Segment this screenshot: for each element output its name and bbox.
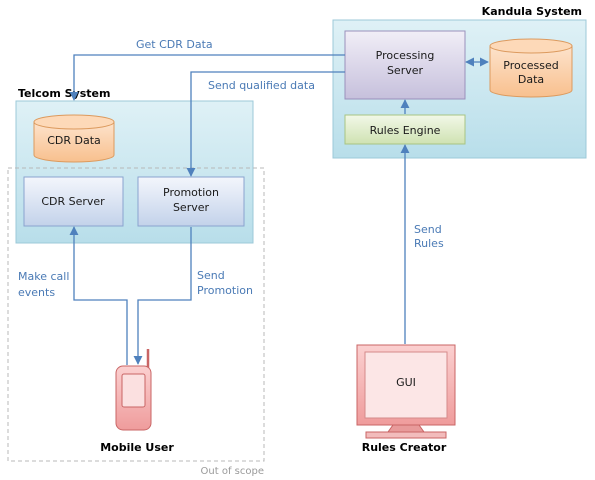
processed-data-node: Processed Data [489,38,573,98]
processing-server-label-line-1: Processing [376,49,435,62]
cdr-data-label: CDR Data [47,134,101,147]
send-promotion-label-line-1: Send [197,269,225,282]
rules-creator-label: Rules Creator [362,441,447,454]
make-call-events-label-line-1: Make call [18,270,69,283]
gui-label: GUI [396,376,416,389]
send-qualified-data-arrow [186,71,345,177]
promotion-server-label-line-1: Promotion [163,186,219,199]
get-cdr-data-arrow [69,54,345,101]
out-of-scope-region: Out of scope [7,167,265,477]
kandula-system-title: Kandula System [482,5,582,18]
mobile-phone-icon [115,349,152,431]
promotion-server-label-line-2: Server [173,201,210,214]
rules-engine-node: Rules Engine [344,114,466,145]
send-rules-label-line-2: Rules [414,237,444,250]
processing-server-node: Processing Server [344,30,466,100]
send-promotion-label-line-2: Promotion [197,284,253,297]
processing-server-label-line-2: Server [387,64,424,77]
cdr-server-node: CDR Server [23,176,124,227]
make-call-events-arrow [69,226,128,365]
send-rules-label-line-1: Send [414,223,442,236]
rules-engine-label: Rules Engine [370,124,441,137]
gui-monitor-icon: GUI [356,344,456,439]
get-cdr-data-label: Get CDR Data [136,38,213,51]
make-call-events-label-line-2: events [18,286,55,299]
send-qualified-data-label: Send qualified data [208,79,315,92]
cdr-data-node: CDR Data [33,114,115,163]
cdr-server-label: CDR Server [41,195,105,208]
processed-data-label-line-2: Data [518,73,544,86]
send-promotion-arrow [133,227,192,365]
processed-data-label-line-1: Processed [503,59,558,72]
out-of-scope-label: Out of scope [201,466,264,477]
promotion-server-node: Promotion Server [137,176,245,227]
mobile-user-label: Mobile User [100,441,174,454]
telcom-system-title: Telcom System [18,87,110,100]
